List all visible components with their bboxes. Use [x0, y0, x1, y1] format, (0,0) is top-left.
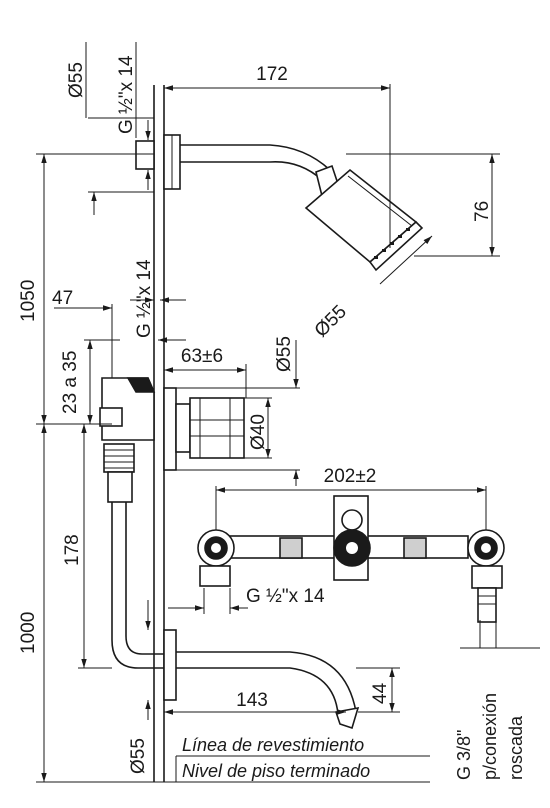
label-1050: 1050 [18, 280, 39, 322]
label-d55-top: Ø55 [66, 62, 87, 98]
note-roscada: roscada [506, 715, 526, 780]
label-202: 202±2 [324, 466, 377, 487]
wall-lines [153, 85, 165, 782]
valve-body-front [197, 495, 505, 623]
label-23a35: 23 a 35 [60, 351, 81, 414]
label-143: 143 [236, 690, 268, 711]
label-1000: 1000 [18, 612, 39, 654]
label-76: 76 [472, 201, 493, 222]
label-d55-mid: Ø55 [274, 336, 295, 372]
label-thread-top: G ½"x 14 [116, 55, 137, 134]
label-63: 63±6 [181, 346, 223, 367]
dimension-lines [36, 42, 540, 783]
label-d55-shower: Ø55 [311, 301, 351, 341]
note-g38: G 3/8" [454, 730, 474, 780]
label-178: 178 [62, 534, 83, 566]
label-44: 44 [370, 682, 391, 704]
label-thread-mid: G ½"x 14 [134, 259, 155, 338]
label-172: 172 [256, 64, 288, 85]
label-d55-bottom: Ø55 [128, 738, 149, 774]
dimension-labels: Ø55 G ½"x 14 172 76 Ø55 1050 G ½"x 14 47… [18, 55, 493, 774]
label-thread-bottom: G ½"x 14 [246, 586, 325, 607]
notes: Línea de revestimiento Nivel de piso ter… [182, 693, 526, 781]
label-d40: Ø40 [248, 414, 269, 450]
note-conexion: p/conexión [480, 693, 500, 780]
note-linea: Línea de revestimiento [182, 735, 364, 755]
note-nivel: Nivel de piso terminado [182, 761, 370, 781]
shower-arm [135, 134, 342, 198]
mixer-body [99, 377, 245, 503]
label-47: 47 [52, 288, 73, 309]
shower-head [304, 168, 424, 272]
